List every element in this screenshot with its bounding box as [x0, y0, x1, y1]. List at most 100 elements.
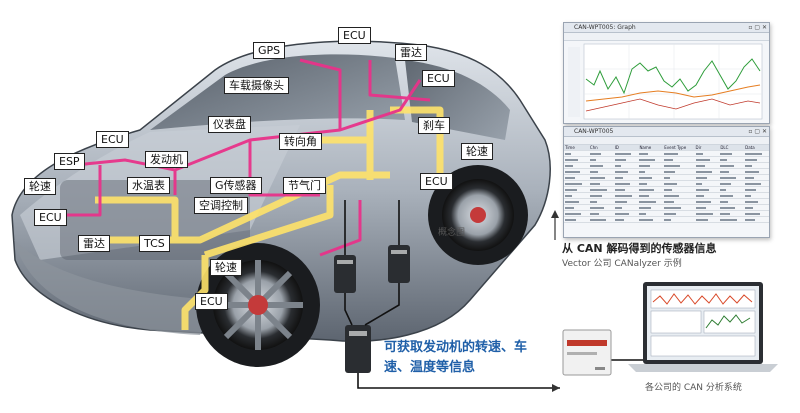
trace-col-dlc: DLC — [719, 145, 745, 151]
trace-cell — [744, 168, 769, 175]
laptop-caption: 各公司的 CAN 分析系统 — [645, 383, 742, 393]
trace-toolbar — [564, 137, 769, 145]
label-gps: GPS — [253, 42, 286, 59]
trace-cell — [588, 204, 614, 211]
trace-cell — [613, 204, 639, 211]
trace-cell — [564, 210, 589, 217]
label-ecu-upper-right: ECU — [422, 70, 455, 87]
trace-row — [564, 204, 769, 211]
label-esp: ESP — [54, 153, 85, 170]
can-interface-device-a — [334, 255, 356, 293]
trace-row — [564, 216, 769, 223]
trace-col-dir: Dir — [694, 145, 720, 151]
trace-cell — [663, 210, 695, 217]
trace-cell — [613, 186, 639, 193]
canalyzer-caption: 从 CAN 解码得到的传感器信息 — [562, 242, 717, 255]
trace-cell — [663, 198, 695, 205]
trace-cell — [638, 210, 664, 217]
trace-cell — [663, 216, 695, 223]
trace-cell — [744, 186, 769, 193]
trace-cell — [744, 162, 769, 169]
trace-cell — [663, 174, 695, 181]
trace-cell — [613, 180, 639, 187]
trace-rows — [564, 150, 769, 223]
trace-cell — [588, 186, 614, 193]
graph-series-orange — [585, 84, 761, 102]
trace-cell — [694, 162, 720, 169]
trace-cell — [744, 174, 769, 181]
trace-window-title: CAN-WPT005 — [564, 127, 769, 137]
trace-col-event-type: Event Type — [663, 145, 695, 151]
trace-cell — [694, 168, 720, 175]
trace-cell — [613, 216, 639, 223]
trace-cell — [744, 210, 769, 217]
label-radar-top: 雷达 — [395, 44, 427, 61]
trace-col-data: Data — [744, 145, 769, 151]
trace-cell — [588, 150, 614, 157]
trace-cell — [663, 162, 695, 169]
label-ecu-right: ECU — [420, 173, 453, 190]
trace-cell — [744, 198, 769, 205]
trace-cell — [564, 162, 589, 169]
trace-row — [564, 174, 769, 181]
window-controls-icon: ▫ ▢ ✕ — [748, 128, 767, 135]
trace-cell — [719, 192, 745, 199]
trace-cell — [744, 204, 769, 211]
trace-cell — [588, 174, 614, 181]
trace-cell — [719, 162, 745, 169]
trace-col-chn: Chn — [588, 145, 614, 151]
label-camera: 车载摄像头 — [224, 77, 289, 94]
graph-series-red — [585, 98, 761, 112]
trace-cell — [694, 204, 720, 211]
label-brake: 刹车 — [418, 117, 450, 134]
trace-cell — [663, 168, 695, 175]
graph-series-green — [585, 58, 761, 95]
trace-cell — [744, 192, 769, 199]
trace-cell — [719, 150, 745, 157]
label-ecu-left: ECU — [96, 131, 129, 148]
trace-cell — [663, 180, 695, 187]
can-interface-device-main — [345, 325, 371, 373]
concept-label: 概念图 — [438, 228, 466, 238]
trace-row — [564, 156, 769, 163]
label-ecu-bottom: ECU — [195, 293, 228, 310]
trace-cell — [613, 174, 639, 181]
label-wheel-speed-left: 轮速 — [24, 178, 56, 195]
trace-row — [564, 180, 769, 187]
graph-plot — [568, 43, 763, 120]
trace-cell — [719, 204, 745, 211]
trace-cell — [719, 186, 745, 193]
trace-cell — [564, 216, 589, 223]
trace-cell — [638, 168, 664, 175]
label-ac-control: 空调控制 — [194, 197, 248, 214]
trace-cell — [564, 180, 589, 187]
trace-cell — [694, 150, 720, 157]
trace-cell — [564, 150, 589, 157]
trace-cell — [694, 174, 720, 181]
label-tcs: TCS — [139, 235, 170, 252]
trace-cell — [663, 150, 695, 157]
pink-can-bus — [60, 58, 431, 257]
trace-cell — [613, 198, 639, 205]
window-controls-icon: ▫ ▢ ✕ — [748, 24, 767, 31]
trace-cell — [613, 150, 639, 157]
label-engine: 发动机 — [145, 151, 188, 168]
trace-cell — [613, 168, 639, 175]
trace-cell — [638, 180, 664, 187]
trace-cell — [588, 192, 614, 199]
trace-cell — [588, 168, 614, 175]
label-throttle: 节气门 — [283, 177, 326, 194]
trace-table: Time Chn ID Name Event Type Dir DLC Data — [564, 145, 769, 223]
trace-cell — [744, 150, 769, 157]
rear-wheel — [428, 165, 528, 265]
trace-cell — [588, 210, 614, 217]
trace-cell — [638, 198, 664, 205]
trace-cell — [638, 186, 664, 193]
trace-cell — [588, 156, 614, 163]
trace-row — [564, 168, 769, 175]
trace-cell — [588, 216, 614, 223]
trace-col-name: Name — [638, 145, 664, 151]
trace-cell — [564, 174, 589, 181]
trace-cell — [694, 198, 720, 205]
